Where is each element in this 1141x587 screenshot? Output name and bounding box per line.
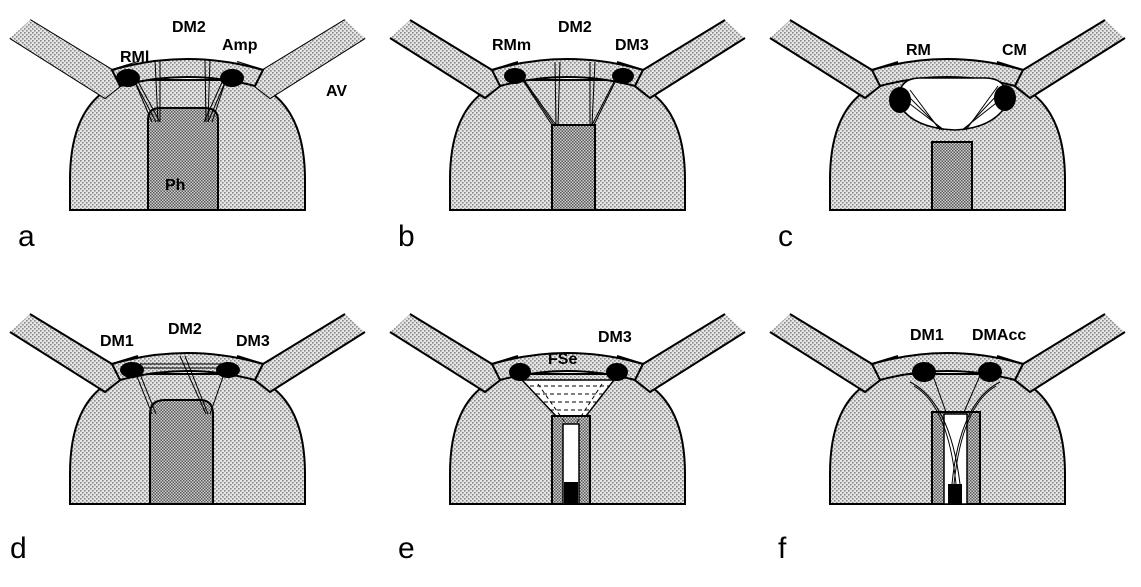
panel-a: RMl DM2 Amp AV Ph a	[0, 0, 380, 293]
label-dm2: DM2	[558, 19, 592, 36]
label-dm1: DM1	[100, 333, 134, 350]
panel-a-drawing: RMl DM2 Amp AV Ph	[0, 0, 380, 293]
panel-b-letter: b	[398, 222, 415, 252]
label-rmm: RMm	[492, 37, 531, 54]
label-amp: Amp	[222, 37, 258, 54]
panel-c-letter: c	[778, 222, 793, 252]
panel-f: DM1 DMAcc f	[760, 294, 1140, 587]
label-cm: CM	[1002, 42, 1027, 59]
label-rm: RM	[906, 42, 931, 59]
panel-c-drawing: RM CM	[760, 0, 1140, 293]
label-ph: Ph	[165, 177, 185, 194]
panel-d-letter: d	[10, 534, 27, 564]
panel-d: DM1 DM2 DM3 d	[0, 294, 380, 587]
panel-f-letter: f	[778, 534, 786, 564]
label-dmacc: DMAcc	[972, 327, 1026, 344]
panel-b-drawing: RMm DM2 DM3	[380, 0, 760, 293]
panel-e-letter: e	[398, 534, 415, 564]
label-dm2: DM2	[168, 321, 202, 338]
panel-e: FSe DM3 e	[380, 294, 760, 587]
label-dm3: DM3	[236, 333, 270, 350]
panel-e-drawing: FSe DM3	[380, 294, 760, 587]
panel-f-drawing: DM1 DMAcc	[760, 294, 1140, 587]
label-dm3: DM3	[598, 329, 632, 346]
label-dm3: DM3	[615, 37, 649, 54]
panel-d-drawing: DM1 DM2 DM3	[0, 294, 380, 587]
label-dm2: DM2	[172, 19, 206, 36]
panel-a-letter: a	[18, 222, 35, 252]
label-fse: FSe	[548, 351, 577, 368]
label-dm1: DM1	[910, 327, 944, 344]
label-av: AV	[326, 83, 347, 100]
label-rml: RMl	[120, 49, 149, 66]
panel-c: RM CM c	[760, 0, 1140, 293]
panel-b: RMm DM2 DM3 b	[380, 0, 760, 293]
